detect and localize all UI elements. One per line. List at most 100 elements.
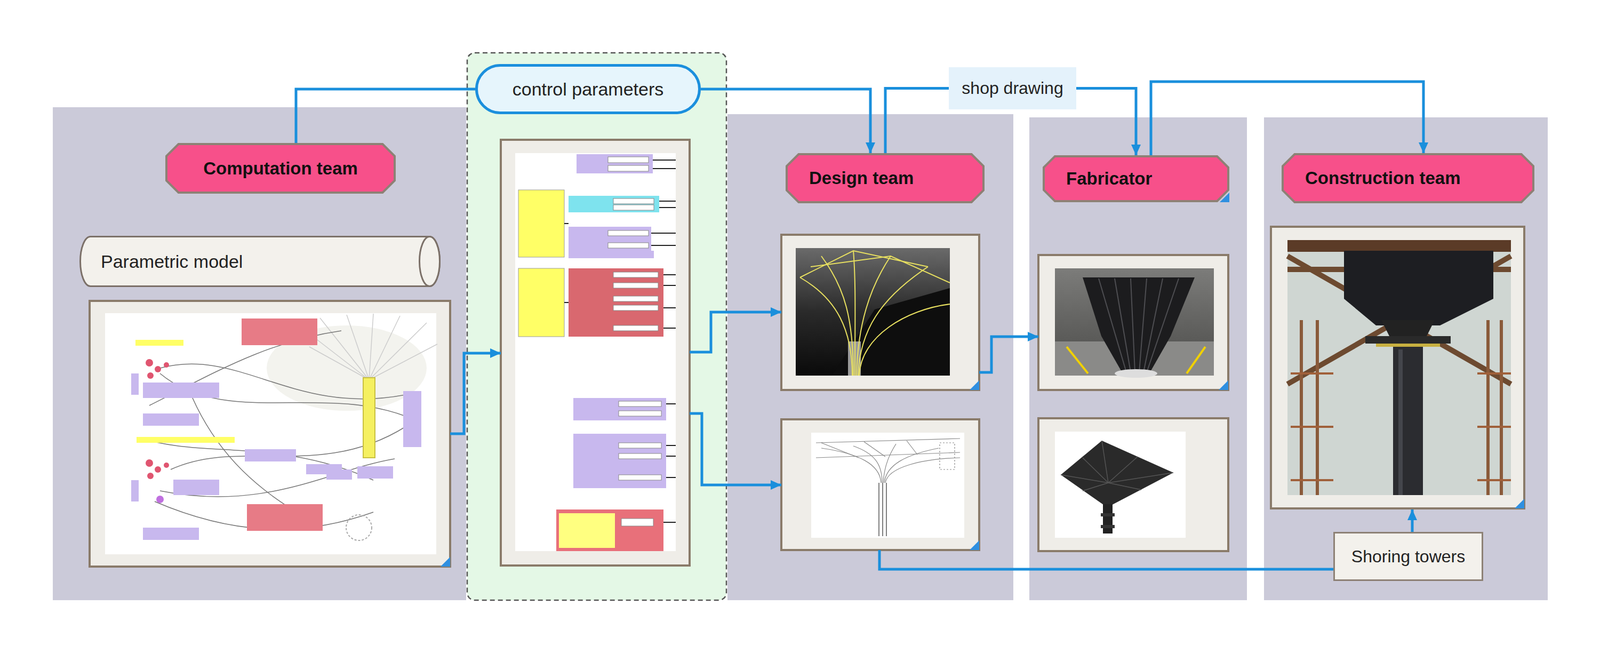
model-screenshot-part (145, 358, 154, 367)
design-wireframe-part (864, 441, 886, 457)
team-panel-part (52, 107, 467, 600)
design-wireframe-part (884, 448, 939, 483)
construction-photo-part (1270, 226, 1525, 509)
node-label: control parameters (512, 78, 664, 101)
parameter-screenshot-part (568, 250, 654, 259)
design-wireframe-part (816, 452, 960, 458)
parameter-screenshot-part (608, 242, 649, 248)
model-screenshot-part (147, 372, 154, 379)
fabrication-photo-part (1143, 278, 1163, 373)
model-screenshot-part (142, 382, 220, 398)
fabrication-photo-part (1054, 268, 1214, 376)
design-wireframe-part (939, 442, 955, 470)
design-wireframe-part (853, 445, 883, 483)
parameter-screenshot-part (613, 198, 654, 204)
parameter-screenshot-part (568, 226, 652, 254)
model-screenshot-part (160, 458, 395, 497)
team-label: Construction team (1281, 153, 1535, 204)
node-outline (948, 67, 1077, 110)
connector (885, 88, 949, 154)
fabrication-photo-part (1146, 278, 1179, 373)
node-label: Shoring towers (1351, 546, 1466, 567)
model-screenshot-part (241, 318, 318, 346)
parameter-screenshot-part (564, 160, 676, 523)
fabrication-photo-part (1186, 346, 1206, 374)
construction-photo-part (1398, 349, 1403, 495)
parameter-screenshot-part (651, 244, 676, 246)
design-wireframe-part (878, 482, 887, 536)
design-wireframe-part (882, 482, 884, 536)
parameter-screenshot-part (663, 327, 676, 329)
parameter-screenshot-part (663, 307, 676, 309)
design-wireframe-part (821, 448, 882, 483)
construction-photo (1270, 226, 1525, 509)
design-wireframe-part (906, 440, 918, 455)
design-wireframe-part (781, 419, 980, 550)
connector (296, 89, 476, 143)
parameter-screenshot-part (556, 509, 664, 551)
node-label: Computation team (203, 157, 358, 180)
design-render-part (853, 250, 855, 376)
parameter-screenshot-part (613, 296, 659, 302)
construction-photo-part (1514, 498, 1525, 509)
node-outline (1043, 156, 1229, 202)
model-screenshot-part (244, 449, 296, 462)
model-screenshot-part (403, 390, 422, 447)
node-outline (1282, 154, 1534, 203)
parameter-screenshot-part (663, 274, 676, 276)
model-screenshot-part (357, 466, 394, 479)
node-outline (476, 65, 700, 114)
fabricated-model-part (1102, 504, 1113, 534)
parameter-screenshot-part (621, 518, 654, 526)
node-outline (80, 236, 440, 287)
model-screenshot-part (440, 556, 451, 567)
model-screenshot-part (131, 480, 139, 502)
fabricated-model-part (1082, 482, 1109, 491)
parameter-screenshot-part (666, 476, 676, 478)
fabrication-photo-part (1139, 278, 1147, 373)
model-screenshot-part (346, 314, 370, 380)
node-label: Construction team (1305, 167, 1461, 189)
connector (1150, 81, 1424, 156)
model-screenshot-part (346, 514, 372, 541)
node-outline (1334, 532, 1483, 581)
model-screenshot-part (363, 377, 375, 458)
model-screenshot-part (246, 504, 323, 531)
fabricated-model-part (1100, 524, 1115, 528)
model-screenshot-part (156, 495, 164, 503)
construction-photo-part (1299, 320, 1303, 495)
flow-arrow-part (1411, 509, 1414, 532)
design-wireframe-part (878, 482, 880, 536)
node-label: Fabricator (1066, 168, 1152, 190)
node-label: Parametric model (100, 250, 243, 273)
model-screenshot-part (145, 459, 154, 467)
parameter-screenshot-part (618, 474, 662, 480)
fabricated-model-part (1101, 440, 1109, 483)
parameter-screenshot-part (618, 453, 662, 459)
parameter-screenshot-part (568, 195, 660, 213)
model-screenshot-part (131, 373, 139, 395)
parameter-screenshot-part (500, 139, 690, 566)
model-screenshot-part (369, 344, 438, 380)
fabrication-photo-part (1114, 278, 1131, 373)
node-outline (166, 144, 395, 193)
parameter-screenshot-part (618, 410, 662, 416)
parameter-screenshot-part (613, 272, 659, 278)
fabrication-photo-part (1114, 369, 1158, 378)
parameter-screenshot-part (651, 232, 676, 234)
parameter-screenshot-part (576, 154, 653, 174)
fabricated-model-part (1054, 431, 1186, 538)
flow-arrow-part (689, 312, 782, 352)
fabricated-model-part (1082, 457, 1109, 483)
construction-photo-part (1393, 346, 1423, 495)
design-wireframe-part (885, 457, 960, 483)
model-screenshot-part (298, 313, 438, 380)
parameter-screenshot-part (618, 442, 662, 448)
design-render-part (821, 256, 854, 376)
flow-arrow-part (879, 549, 1334, 570)
parameter-screenshot-part (608, 230, 649, 236)
fabrication-photo-part (1038, 254, 1229, 390)
parameter-screenshot-part (518, 189, 565, 258)
design-wireframe-part (816, 438, 960, 443)
